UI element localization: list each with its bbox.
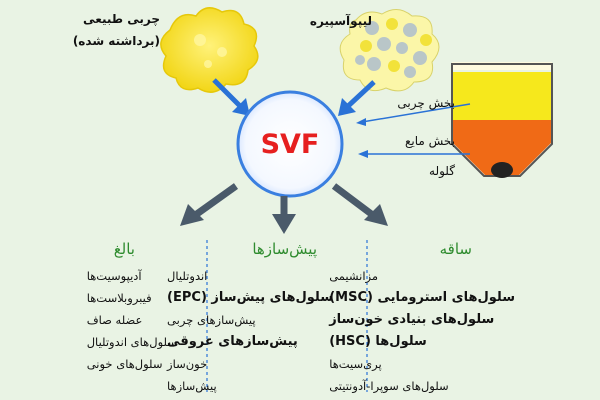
arrow-to-stem — [331, 183, 388, 226]
tube-pellet — [491, 162, 513, 178]
natural-fat-illustration — [160, 7, 259, 93]
tube-fat-layer — [453, 72, 551, 120]
list-item: سلول‌های خونی — [86, 357, 163, 371]
arrow-natural-fat-to-svf — [212, 78, 250, 116]
list-item: عضله صاف — [86, 313, 143, 327]
lipoaspirate-illustration — [339, 9, 440, 92]
list-item: سلول‌ها (HSC) — [329, 334, 427, 349]
list-stem: مزانشیمی سلول‌های استرومایی (MSC) سلول‌ه… — [329, 265, 515, 397]
heading-mature: بالغ — [113, 240, 135, 258]
arrow-fat-layer — [356, 103, 471, 126]
natural-fat-label: چربی طبیعی — [83, 12, 160, 26]
list-item: سلول‌های استرومایی (MSC) — [329, 290, 515, 305]
list-item: سلول‌های سوپرا-آدونتیتی — [329, 379, 449, 393]
list-item: آدیپوسیت‌ها — [86, 269, 142, 283]
svf-title: SVF — [260, 128, 320, 160]
list-item: پری‌سیت‌ها — [329, 357, 382, 371]
list-item: سلول‌های بنیادی خون‌ساز — [329, 312, 495, 327]
svf-circle — [236, 90, 344, 198]
list-item: سلول‌های اندوتلیال — [86, 335, 177, 349]
arrow-to-progenitors — [272, 196, 296, 234]
liquid-layer-label: بخش مایع — [404, 134, 455, 148]
centrifuge-tube — [451, 62, 553, 178]
arrow-liquid-layer — [358, 150, 470, 158]
heading-progenitors: پیش‌سازها — [252, 240, 317, 258]
list-item: پیش‌سازهای چربی — [167, 313, 256, 327]
list-item: اندوتلیال — [167, 269, 208, 283]
list-item: پیش‌سازها — [167, 379, 217, 393]
list-mature: آدیپوسیت‌ها فیبروبلاست‌ها عضله صاف سلول‌… — [87, 265, 177, 375]
tube-liquid-layer — [453, 120, 551, 175]
list-item: پیش‌سازهای عروقی — [167, 334, 298, 349]
list-item: مزانشیمی — [329, 269, 379, 283]
arrow-lipoaspirate-to-svf — [338, 80, 376, 116]
lipoaspirate-label: لیپوآسپیره — [309, 14, 372, 28]
list-item: فیبروبلاست‌ها — [86, 291, 152, 305]
natural-fat-sublabel: (برداشته شده) — [72, 34, 160, 48]
list-progenitors: اندوتلیال سلول‌های پیش‌ساز (EPC) پیش‌ساز… — [167, 265, 333, 397]
heading-stem: ساقه — [439, 240, 472, 258]
arrow-to-mature — [180, 183, 239, 226]
list-item: خون‌ساز — [167, 357, 208, 371]
list-item: سلول‌های پیش‌ساز (EPC) — [167, 290, 333, 305]
pellet-label: گلوله — [429, 164, 455, 178]
fat-layer-label: بخش چربی — [397, 96, 455, 110]
